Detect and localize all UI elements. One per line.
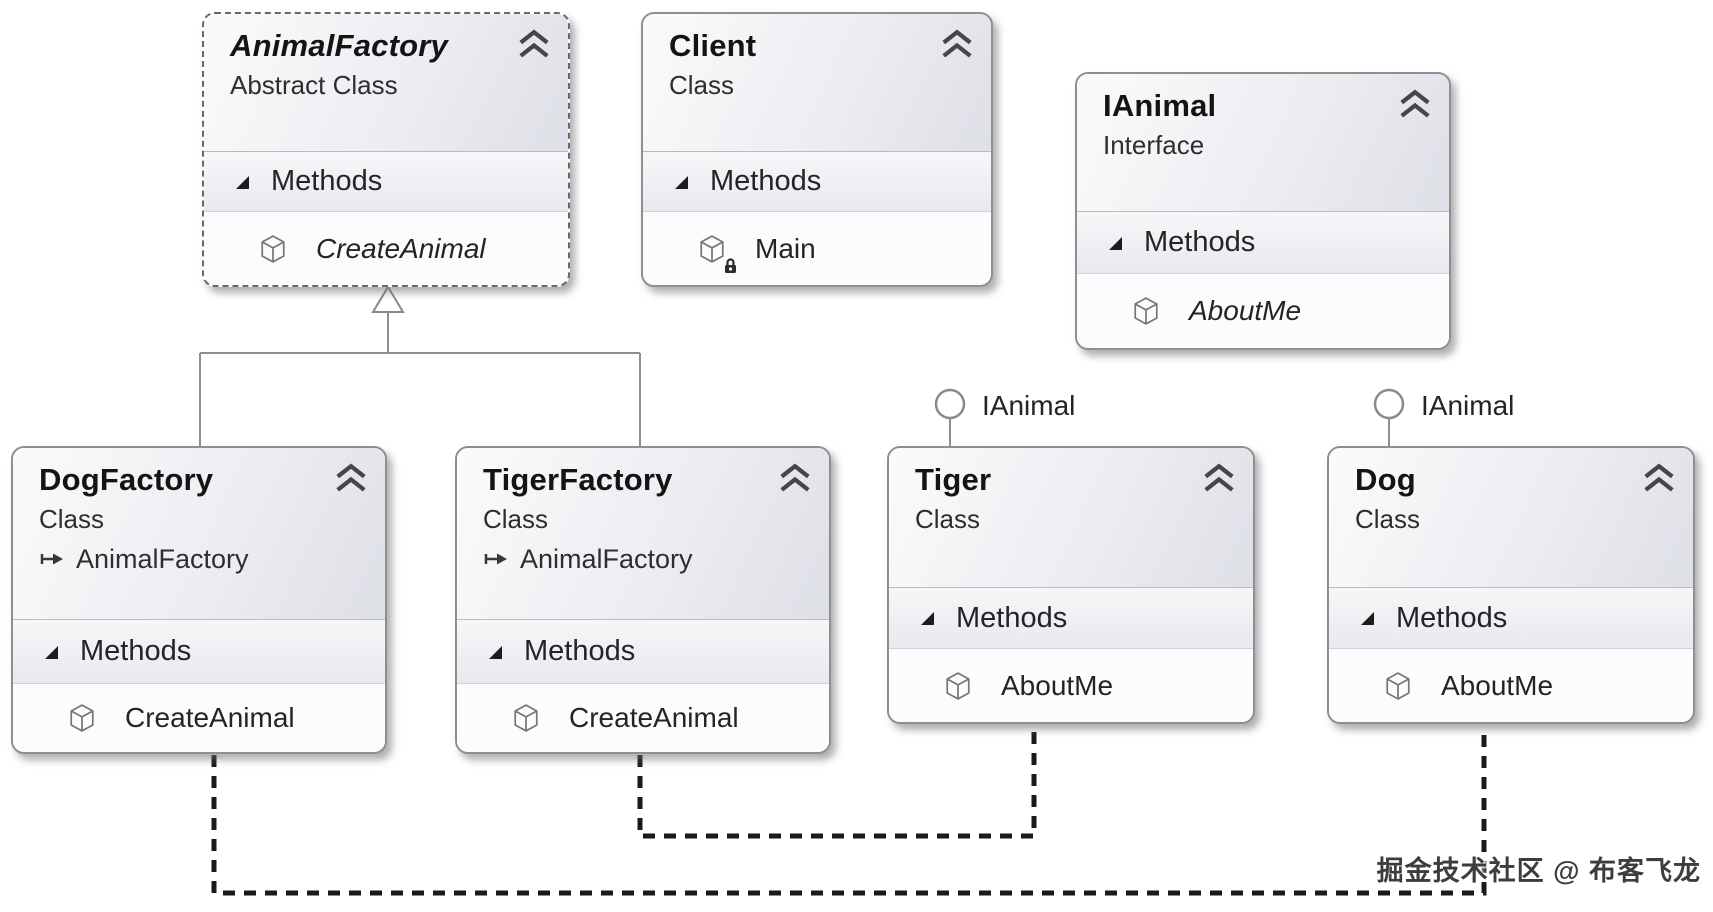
methods-section-header[interactable]: Methods (204, 152, 568, 212)
inheritance-connector-line[interactable] (199, 312, 641, 450)
method-cube-icon (1134, 297, 1158, 325)
method-name: AboutMe (1189, 295, 1302, 326)
method-name: AboutMe (1441, 669, 1554, 701)
class-title: AnimalFactory (230, 28, 448, 63)
inherits-arrow-icon (40, 553, 63, 565)
methods-label: Methods (80, 635, 192, 667)
methods-section-header[interactable]: Methods (1329, 588, 1693, 649)
method-name: Main (755, 232, 816, 264)
collapse-chevron-icon[interactable] (777, 463, 813, 494)
class-title: Tiger (915, 462, 992, 497)
expander-triangle-icon[interactable] (1359, 610, 1375, 626)
method-name: CreateAnimal (569, 702, 739, 733)
methods-section-header[interactable]: Methods (457, 620, 829, 684)
methods-section-header[interactable]: Methods (643, 152, 991, 212)
class-box-tigerfactory[interactable]: TigerFactory Class AnimalFactory Methods (455, 446, 831, 754)
expander-triangle-icon[interactable] (487, 644, 503, 660)
method-cube-icon (1386, 671, 1410, 700)
class-stereotype: Class (1355, 503, 1421, 534)
class-header: Tiger Class (889, 448, 1253, 588)
expander-triangle-icon[interactable] (234, 174, 250, 190)
dependency-line-dogfactory-dog[interactable] (211, 727, 1487, 896)
method-name: CreateAnimal (125, 702, 295, 733)
class-box-animalfactory[interactable]: AnimalFactory Abstract Class Methods Cre… (202, 12, 570, 287)
class-header: IAnimal Interface (1077, 74, 1449, 212)
collapse-chevron-icon[interactable] (1641, 463, 1677, 494)
method-row[interactable]: CreateAnimal (13, 684, 385, 752)
expander-triangle-icon[interactable] (1107, 235, 1123, 251)
class-box-client[interactable]: Client Class Methods Main (641, 12, 993, 287)
class-box-tiger[interactable]: Tiger Class Methods AboutMe (887, 446, 1255, 724)
methods-label: Methods (956, 601, 1068, 634)
collapse-chevron-icon[interactable] (1201, 463, 1237, 494)
collapse-chevron-icon[interactable] (939, 29, 975, 60)
class-stereotype: Class (915, 503, 981, 534)
class-box-dog[interactable]: Dog Class Methods AboutMe (1327, 446, 1695, 724)
base-class-row: AnimalFactory (39, 544, 385, 575)
class-stereotype: Class (39, 503, 105, 534)
class-stereotype: Class (483, 503, 549, 534)
expander-triangle-icon[interactable] (673, 174, 689, 190)
methods-section-header[interactable]: Methods (13, 620, 385, 684)
class-title: TigerFactory (483, 462, 673, 497)
expander-triangle-icon[interactable] (919, 610, 935, 626)
class-title: Dog (1355, 462, 1416, 497)
methods-label: Methods (524, 635, 636, 667)
lollipop-label-tiger: IAnimal (982, 390, 1076, 421)
dependency-line-tigerfactory-tiger[interactable] (637, 727, 1037, 839)
method-row[interactable]: AboutMe (1077, 274, 1449, 348)
class-box-dogfactory[interactable]: DogFactory Class AnimalFactory Methods (11, 446, 387, 754)
class-title: Client (669, 28, 757, 63)
methods-label: Methods (710, 165, 822, 197)
watermark-text: 掘金技术社区 @ 布客飞龙 (1376, 856, 1701, 886)
expander-triangle-icon[interactable] (43, 644, 59, 660)
method-row[interactable]: Main (643, 212, 991, 285)
method-row[interactable]: AboutMe (1329, 649, 1693, 722)
class-stereotype: Abstract Class (230, 69, 398, 100)
method-cube-icon (514, 704, 538, 732)
class-header: Dog Class (1329, 448, 1693, 588)
class-stereotype: Class (669, 69, 735, 100)
method-cube-icon (700, 234, 724, 263)
lock-icon (725, 257, 736, 273)
lollipop-label-dog: IAnimal (1421, 390, 1515, 421)
class-title: IAnimal (1103, 88, 1217, 123)
method-name: AboutMe (1001, 669, 1114, 701)
method-cube-icon (946, 671, 970, 700)
class-header: DogFactory Class AnimalFactory (13, 448, 385, 620)
method-row[interactable]: CreateAnimal (204, 212, 568, 285)
methods-label: Methods (1144, 226, 1256, 258)
inheritance-triangle-icon (371, 285, 405, 313)
class-header: AnimalFactory Abstract Class (204, 14, 568, 152)
lollipop-circle-tiger[interactable] (934, 388, 966, 420)
class-header: Client Class (643, 14, 991, 152)
method-row[interactable]: AboutMe (889, 649, 1253, 722)
method-row[interactable]: CreateAnimal (457, 684, 829, 752)
base-class-name: AnimalFactory (520, 543, 693, 574)
method-cube-icon (261, 234, 285, 263)
methods-label: Methods (1396, 601, 1508, 634)
class-header: TigerFactory Class AnimalFactory (457, 448, 829, 620)
method-cube-icon (70, 704, 94, 732)
methods-label: Methods (271, 165, 383, 197)
class-stereotype: Interface (1103, 129, 1205, 160)
base-class-row: AnimalFactory (483, 544, 829, 575)
lollipop-circle-dog[interactable] (1373, 388, 1405, 420)
inherits-arrow-icon (484, 553, 507, 565)
methods-section-header[interactable]: Methods (1077, 212, 1449, 274)
base-class-name: AnimalFactory (76, 543, 249, 574)
collapse-chevron-icon[interactable] (516, 29, 552, 60)
method-name: CreateAnimal (316, 232, 486, 264)
collapse-chevron-icon[interactable] (333, 463, 369, 494)
collapse-chevron-icon[interactable] (1397, 89, 1433, 120)
methods-section-header[interactable]: Methods (889, 588, 1253, 649)
class-title: DogFactory (39, 462, 214, 497)
class-box-ianimal[interactable]: IAnimal Interface Methods AboutMe (1075, 72, 1451, 350)
